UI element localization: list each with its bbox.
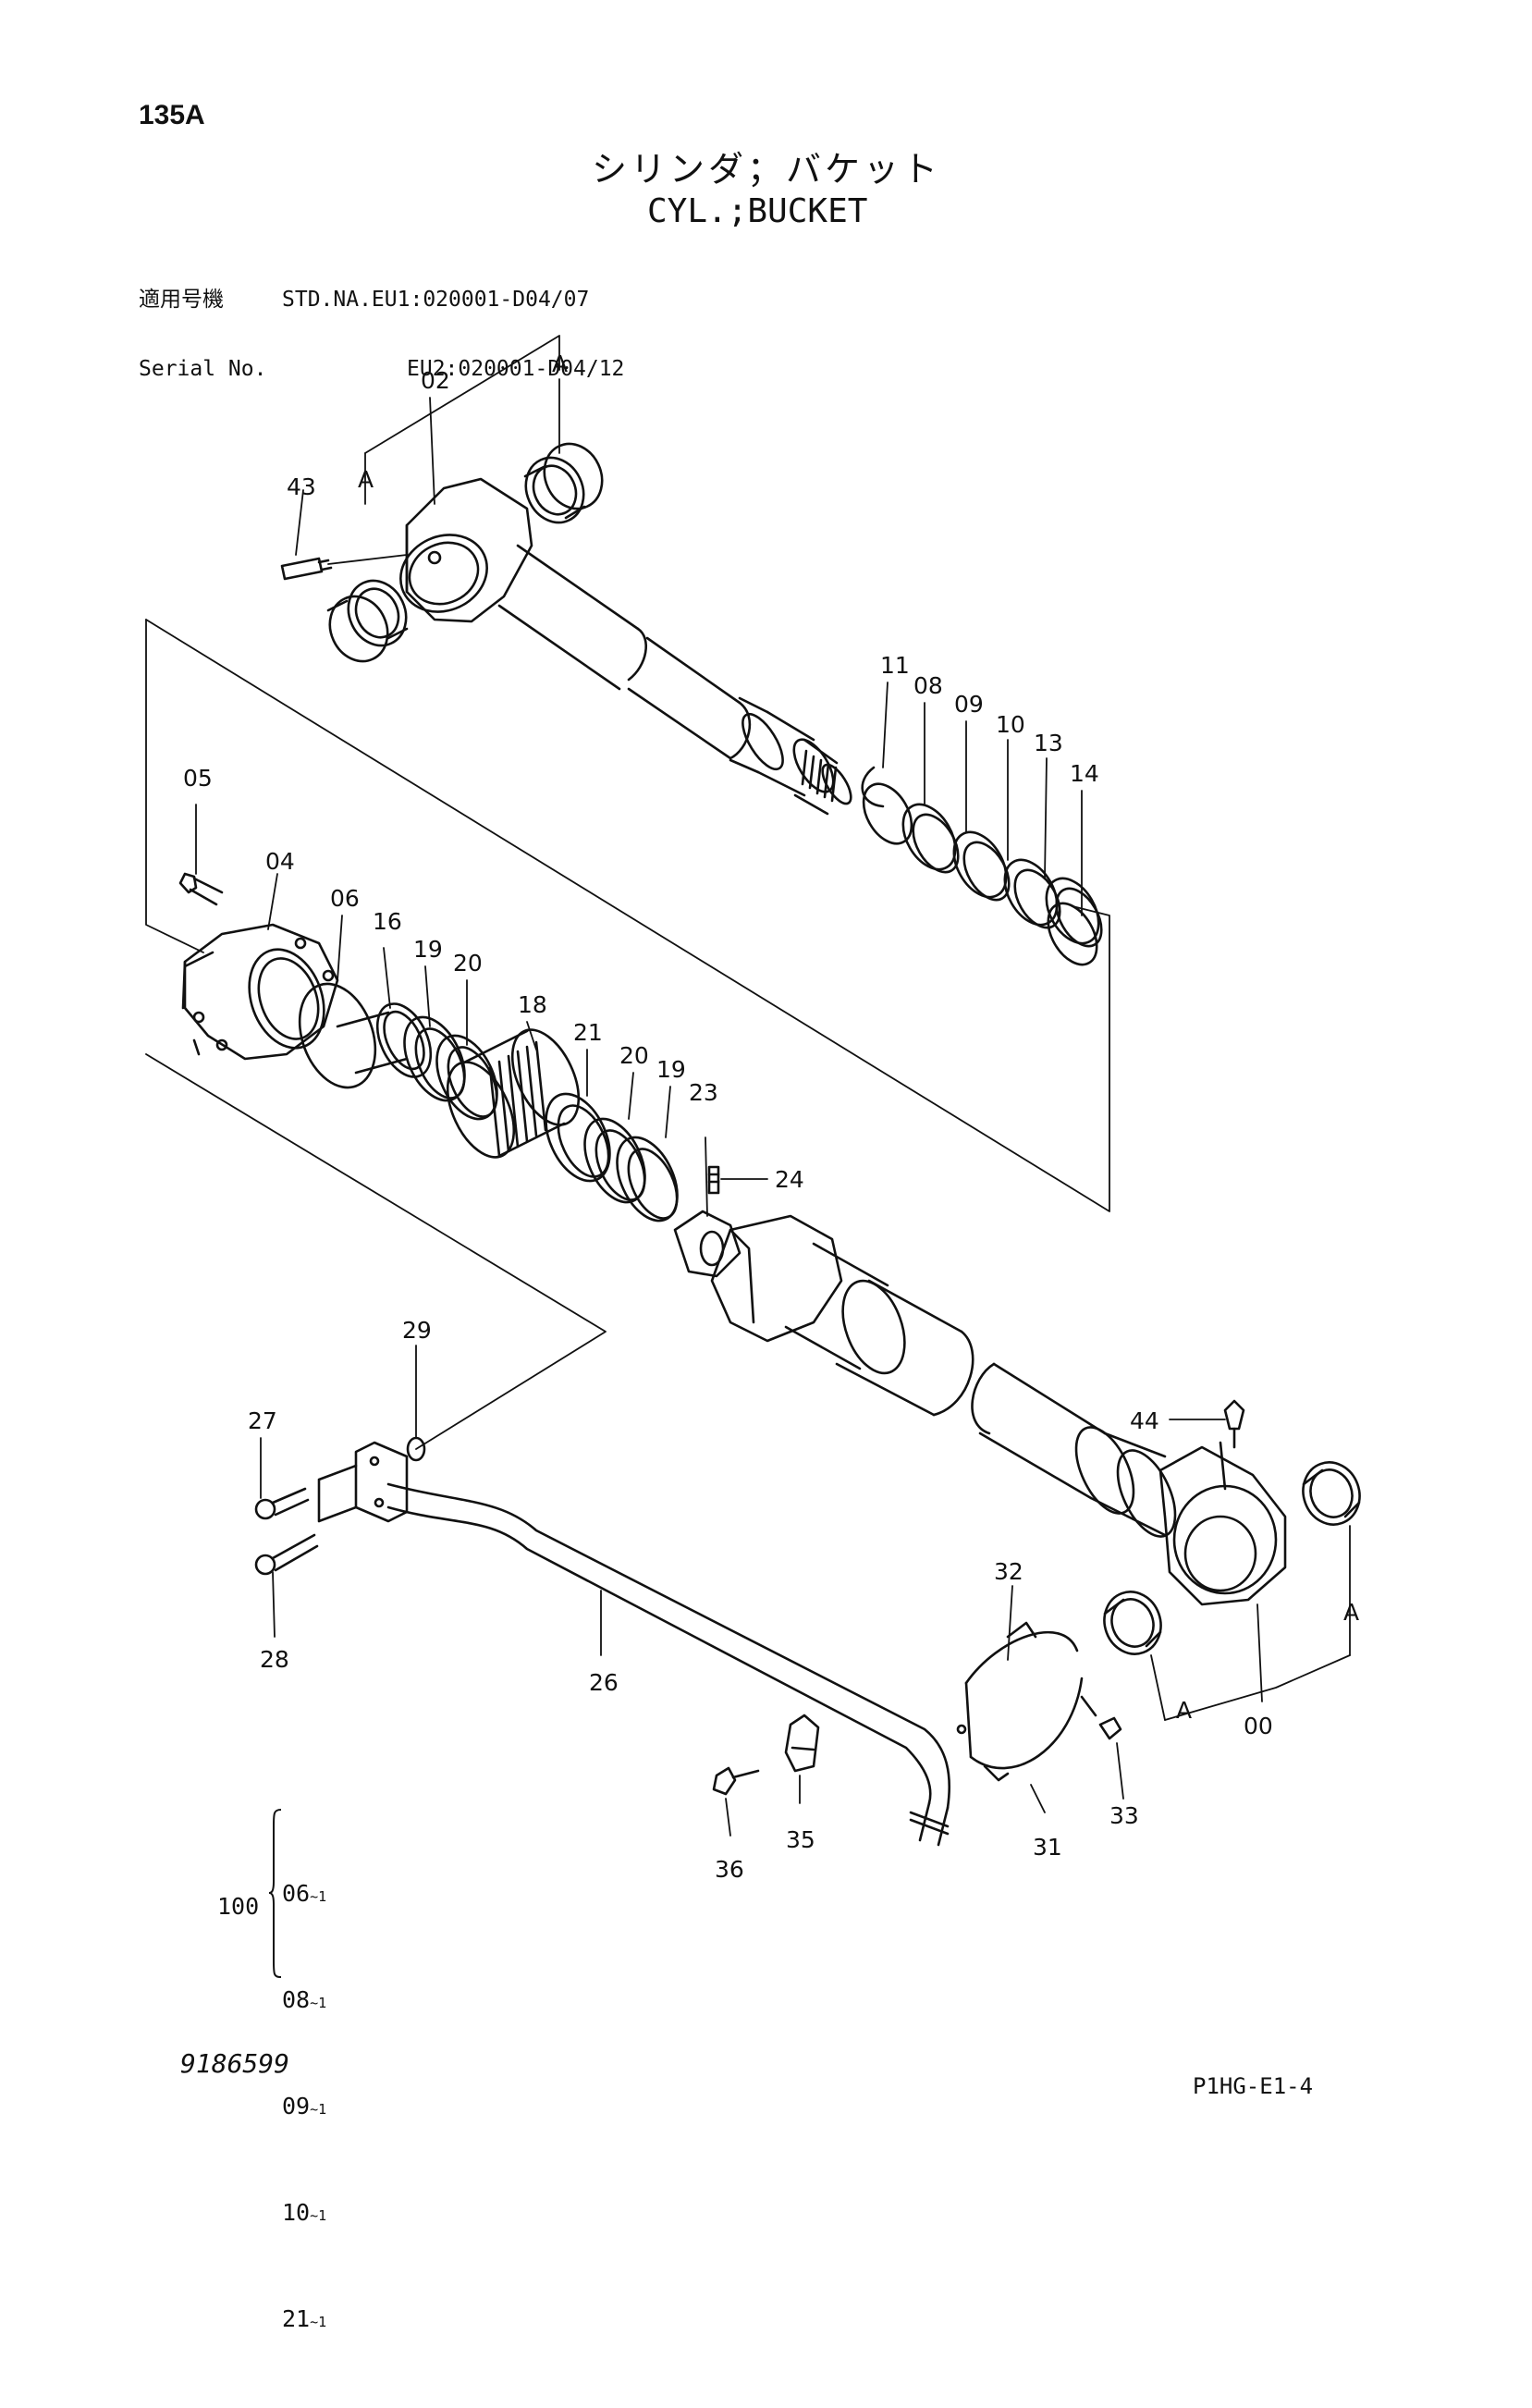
page-number: 135A <box>139 100 205 130</box>
callout-11: 11 <box>880 652 910 679</box>
bolt-icon <box>254 1487 319 1576</box>
callout-09: 09 <box>954 691 984 718</box>
kit-item: 21~1 <box>282 2305 327 2332</box>
clamp-icon <box>956 1621 1084 1782</box>
kit-item: 09~1 <box>282 2093 327 2119</box>
callout-24: 24 <box>775 1166 804 1193</box>
seal-ring-icon <box>403 1015 498 1121</box>
callout-27: 27 <box>248 1407 277 1434</box>
callout-05: 05 <box>183 765 213 792</box>
callout-44: 44 <box>1130 1407 1159 1434</box>
callout-02: 02 <box>421 367 450 394</box>
piston-icon <box>446 1028 581 1159</box>
callout-31: 31 <box>1033 1834 1062 1861</box>
serial-line-1: STD.NA.EU1:020001-D04/07 <box>282 288 590 312</box>
callout-A-4: A <box>1176 1697 1192 1724</box>
callout-19-a: 19 <box>413 936 443 963</box>
callout-28: 28 <box>260 1646 289 1673</box>
callout-10: 10 <box>996 711 1025 738</box>
exploded-view-drawing: 00 02 04 05 06 08 09 10 11 13 14 16 18 1… <box>145 335 1361 1883</box>
callout-19-b: 19 <box>656 1056 686 1083</box>
kit-list: 100 06~1 08~1 09~1 10~1 21~1 <box>217 1808 326 2332</box>
seal-ring-icon <box>1103 1461 1361 1655</box>
kit-number: 100 <box>217 1893 260 1920</box>
bolt-icon <box>707 1165 720 1195</box>
brace-icon <box>268 1809 282 1978</box>
grease-nipple-icon <box>1223 1399 1245 1449</box>
callout-20-a: 20 <box>453 950 483 977</box>
kit-item: 06~1 <box>282 1880 327 1907</box>
callout-06: 06 <box>330 885 360 912</box>
kit-items: 06~1 08~1 09~1 10~1 21~1 <box>282 1808 337 2408</box>
callout-04: 04 <box>265 848 295 875</box>
serial-label-jp: 適用号機 <box>139 288 224 312</box>
seal-ring-icon <box>861 766 1103 966</box>
sheet-code: P1HG-E1-4 <box>1193 2073 1314 2099</box>
head-cover-icon <box>181 923 339 1061</box>
callout-21: 21 <box>573 1019 603 1046</box>
callout-14: 14 <box>1070 760 1099 787</box>
bolt-icon <box>1080 1695 1122 1740</box>
callout-29: 29 <box>402 1317 432 1344</box>
pipe-icon <box>317 1441 951 1847</box>
callout-00: 00 <box>1244 1713 1273 1739</box>
nut-icon <box>673 1210 741 1278</box>
kit-item: 10~1 <box>282 2199 327 2226</box>
callout-26: 26 <box>589 1669 619 1696</box>
callout-43: 43 <box>287 473 316 500</box>
leader-lines <box>145 335 1351 1837</box>
document-number: 9186599 <box>180 2048 290 2079</box>
callout-32: 32 <box>994 1558 1023 1585</box>
bolt-icon <box>178 872 224 906</box>
callout-13: 13 <box>1034 730 1063 756</box>
callout-33: 33 <box>1109 1802 1139 1829</box>
seal-ring-icon <box>545 1092 679 1222</box>
title-japanese: シリンダ；バケット <box>592 149 942 190</box>
grease-nipple-icon <box>280 557 333 581</box>
callout-18: 18 <box>518 991 547 1018</box>
title-english: CYL.;BUCKET <box>647 192 868 230</box>
seal-ring-icon <box>336 1002 433 1078</box>
seal-ring-icon <box>298 982 377 1089</box>
callout-35: 35 <box>786 1826 815 1853</box>
cylinder-rod-icon <box>399 477 852 816</box>
cylinder-tube-icon <box>710 1214 1287 1606</box>
callout-A-3: A <box>1343 1599 1359 1626</box>
callout-16: 16 <box>373 908 402 935</box>
callout-08: 08 <box>913 672 943 699</box>
callout-20-b: 20 <box>619 1042 649 1069</box>
bolt-icon <box>712 1766 760 1796</box>
callout-A-1: A <box>552 350 568 377</box>
serial-label-en: Serial No. <box>139 357 267 381</box>
callout-23: 23 <box>689 1079 718 1106</box>
callout-36: 36 <box>715 1856 744 1883</box>
kit-item: 08~1 <box>282 1986 327 2013</box>
callout-A-2: A <box>358 466 374 493</box>
clamp-icon <box>784 1714 820 1773</box>
